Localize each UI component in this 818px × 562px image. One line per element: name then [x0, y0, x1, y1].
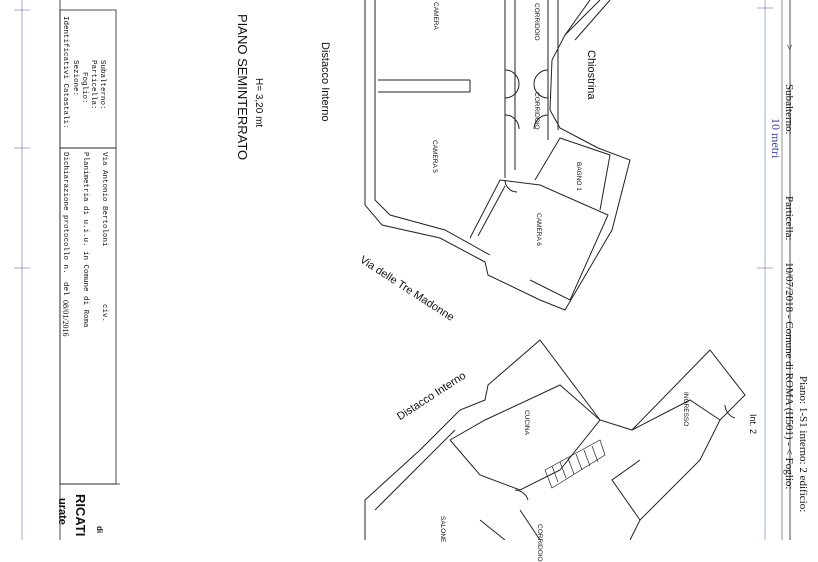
sezione-label: Sezione:: [71, 60, 79, 97]
subalterno-right: Subalterno:: [783, 84, 795, 135]
room-bagno-1: BAGNO 1: [575, 162, 582, 191]
protocol-date: 08/01/2016: [61, 300, 70, 337]
agency-partial: urate: [56, 498, 68, 525]
scale-label: 10 metri: [769, 118, 783, 159]
planimetria-label: Planimetria di u.i.u. in Comune di Roma: [81, 152, 89, 328]
distacco-interno-top: Distacco Interno: [319, 42, 331, 122]
floor-height: H= 3,20 mt: [253, 78, 264, 128]
room-camera-top: CAMERA: [432, 2, 439, 30]
dichiarazione-label: Dichiarazione protocollo n.: [61, 152, 69, 274]
footer-line-1: 10/07/2018 - Comune di ROMA (H501) - < F…: [783, 262, 795, 490]
room-ingresso: INGRESSO: [682, 392, 689, 427]
particella-label: Particella:: [89, 60, 97, 110]
floor-plan: [14, 0, 791, 540]
del-label: del: [61, 282, 69, 296]
int-label: Int. 2: [748, 414, 758, 435]
room-camera-6: CAMERA 6: [535, 213, 542, 246]
lower-unit-outline: [364, 339, 746, 540]
subalterno-label: Subalterno:: [98, 60, 106, 110]
room-corridoio-1: CORRIDOIO: [533, 3, 540, 41]
room-cucina: CUCINA: [523, 410, 530, 435]
room-corridoio-3: CORRIDOIO: [536, 524, 543, 562]
identificativi-title: Identificativi Catastali:: [61, 16, 69, 129]
office-partial: RICATI: [73, 494, 88, 537]
particella-right: Particella:: [783, 196, 795, 241]
chiostrina-label: Chiostrina: [585, 50, 597, 100]
civ-label: civ.: [100, 304, 108, 323]
room-salone: SALONE: [439, 516, 446, 543]
room-corridoio-2: CORRIDOIO: [533, 92, 540, 130]
room-camera-5: CAMERA 5: [431, 140, 438, 173]
arrow-glyph: >: [783, 44, 795, 51]
foglio-label: Foglio:: [80, 72, 88, 104]
small-partial: di: [95, 526, 104, 534]
address-label: Via Antonio Bertoloni: [100, 152, 108, 247]
floor-title: PIANO SEMINTERRATO: [235, 14, 250, 161]
footer-line-2: Piano: 1-S1 interno: 2 edificio:: [797, 376, 809, 513]
upper-unit-outline: [364, 0, 631, 311]
